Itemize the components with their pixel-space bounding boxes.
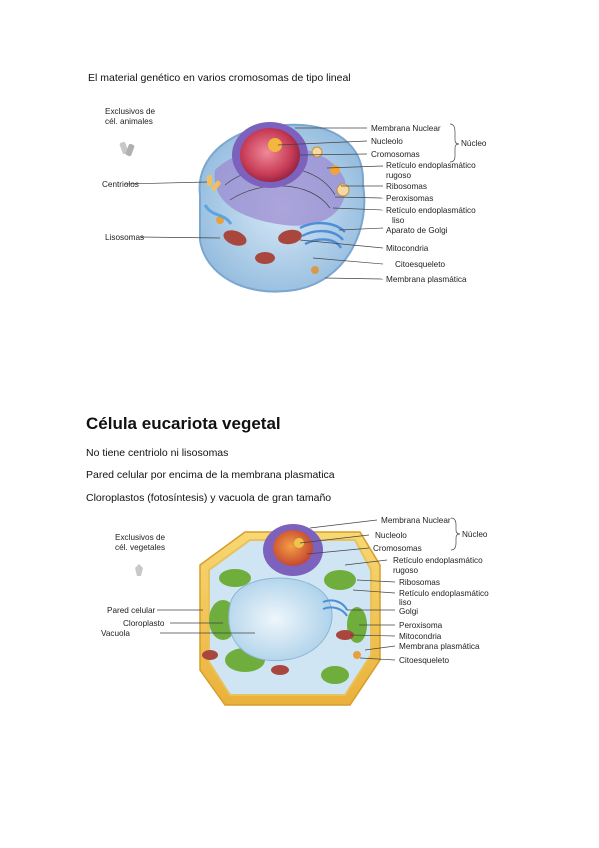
plant-label-vacuola: Vacuola <box>101 629 130 638</box>
animal-label-reticulo-rugoso-1: Retículo endoplasmático <box>386 161 476 170</box>
plant-label-nucleo: Núcleo <box>462 530 488 539</box>
animal-label-cromosomas: Cromosomas <box>371 150 420 159</box>
animal-cell-illustration <box>198 122 366 293</box>
plant-label-citoesqueleto: Citoesqueleto <box>399 656 450 665</box>
plant-exclusive-heading-2: cél. vegetales <box>115 543 165 552</box>
plant-label-ribosomas: Ribosomas <box>399 578 440 587</box>
animal-cell-figure: Exclusivos de cél. animales <box>102 107 487 293</box>
animal-label-reticulo-liso-1: Retículo endoplasmático <box>386 206 476 215</box>
plant-label-reticulo-liso-2: liso <box>399 598 412 607</box>
animal-label-peroxisomas: Peroxisomas <box>386 194 433 203</box>
animal-label-membrana-plasmatica: Membrana plasmática <box>386 275 467 284</box>
animal-label-nucleolo: Nucleolo <box>371 137 403 146</box>
plant-label-cloroplasto: Cloroplasto <box>123 619 165 628</box>
plant-label-cromosomas: Cromosomas <box>373 544 422 553</box>
centriole-icon <box>119 141 135 157</box>
plant-cell-illustration <box>199 524 381 706</box>
section-point-2: Pared celular por encima de la membrana … <box>86 469 335 481</box>
animal-label-citoesqueleto: Citoesqueleto <box>395 260 446 269</box>
plant-label-mitocondria: Mitocondria <box>399 632 442 641</box>
animal-exclusive-heading-1: Exclusivos de <box>105 107 156 116</box>
plant-label-pared-celular: Pared celular <box>107 606 156 615</box>
plant-label-reticulo-rugoso-1: Retículo endoplasmático <box>393 556 483 565</box>
plant-label-golgi: Golgi <box>399 607 418 616</box>
animal-label-aparato-golgi: Aparato de Golgi <box>386 226 448 235</box>
plant-label-membrana-plasmatica: Membrana plasmática <box>399 642 480 651</box>
plant-exclusive-heading-1: Exclusivos de <box>115 533 166 542</box>
section-point-1: No tiene centriolo ni lisosomas <box>86 447 229 459</box>
animal-label-ribosomas: Ribosomas <box>386 182 427 191</box>
plant-label-reticulo-liso-1: Retículo endoplasmático <box>399 589 489 598</box>
plant-cell-figure: Exclusivos de cél. vegetales <box>101 516 489 706</box>
intro-text: El material genético en varios cromosoma… <box>88 72 351 84</box>
animal-label-reticulo-liso-2: liso <box>392 216 405 225</box>
animal-label-nucleo: Núcleo <box>461 139 487 148</box>
animal-exclusive-heading-2: cél. animales <box>105 117 153 126</box>
animal-label-mitocondria: Mitocondria <box>386 244 429 253</box>
animal-label-lisosomas: Lisosomas <box>105 233 144 242</box>
plant-label-peroxisoma: Peroxisoma <box>399 621 443 630</box>
plant-label-reticulo-rugoso-2: rugoso <box>393 566 418 575</box>
plant-icon <box>135 564 143 576</box>
plant-label-nucleolo: Nucleolo <box>375 531 407 540</box>
animal-label-membrana-nuclear: Membrana Nuclear <box>371 124 441 133</box>
section-point-3: Cloroplastos (fotosíntesis) y vacuola de… <box>86 492 332 504</box>
section-title: Célula eucariota vegetal <box>86 414 281 433</box>
plant-label-membrana-nuclear: Membrana Nuclear <box>381 516 451 525</box>
animal-label-reticulo-rugoso-2: rugoso <box>386 171 411 180</box>
animal-label-centriolos: Centriolos <box>102 180 139 189</box>
